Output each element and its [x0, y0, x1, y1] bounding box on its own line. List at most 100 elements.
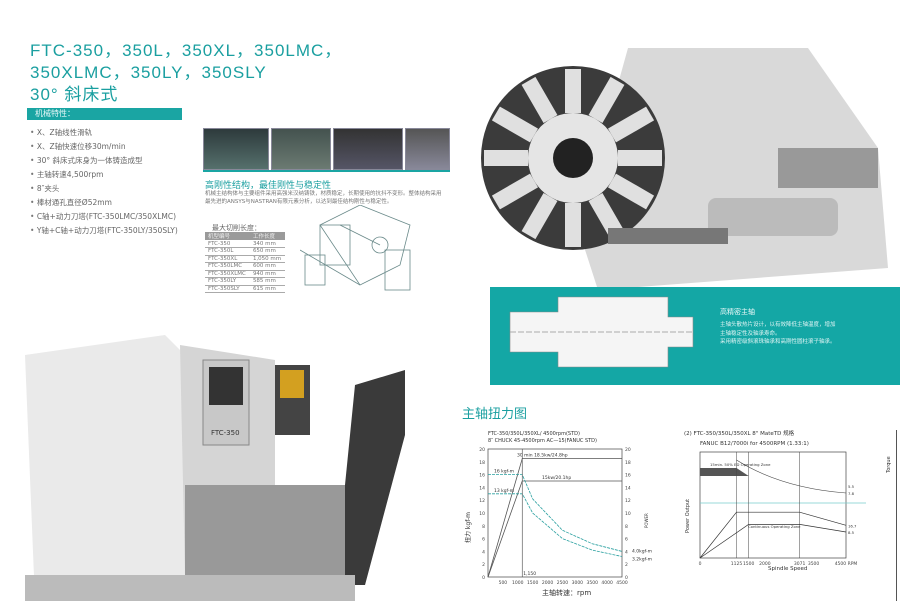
- turret-slot: [491, 106, 539, 143]
- series-line: [487, 480, 622, 578]
- y-tick-label: 12: [479, 498, 485, 504]
- x-tick-label: 1500: [527, 580, 539, 586]
- x-tick-label: 1000: [512, 580, 524, 586]
- y2-tick-label: 18: [625, 460, 631, 466]
- x-tick-label: 3500: [808, 561, 820, 567]
- list-item: 30° 斜床式床身为一体铸造成型: [30, 154, 178, 168]
- machine-brand-label: FTC-350: [211, 429, 240, 437]
- x-tick-label: 3071: [794, 561, 806, 567]
- turret-slot: [565, 69, 581, 113]
- turret-slot: [607, 173, 655, 210]
- x-tick-label: 1125: [731, 561, 743, 567]
- chart-annotation: 5.5: [848, 484, 855, 489]
- operating-zone: [700, 468, 749, 476]
- x-axis-label: 主轴转速：rpm: [542, 588, 591, 597]
- y2-tick-label: 12: [625, 498, 631, 504]
- chart-annotation: 1,150: [523, 571, 536, 577]
- chart-annotation: 15min. 50% ED Operating Zone: [710, 462, 771, 467]
- x-axis-label: Spindle Speed: [768, 566, 807, 572]
- torque-chart-1: FTC-350/350L/350XL/ 4500rpm(STD) 8″ CHUC…: [464, 431, 652, 597]
- list-item: X、Z轴快速位移30m/min: [30, 140, 178, 154]
- chart-annotation: 8.5: [848, 530, 855, 535]
- page-title: FTC-350，350L，350XL，350LMC， 350XLMC，350LY…: [30, 41, 343, 104]
- x-tick-label: 4500: [616, 580, 628, 586]
- y-axis-label: 扭力 kgf-m: [464, 512, 472, 543]
- chart-subtitle: 8″ CHUCK 45-4500rpm AC—15(FANUC STD): [488, 438, 597, 444]
- chart-annotation: Continuous Operating Zone: [748, 524, 801, 529]
- spindle-band: 高精密主轴 主轴头散热片设计，以有效降低主轴温度，增加主轴稳定性及轴承寿命。采用…: [490, 287, 900, 385]
- y2-tick-label: 14: [625, 485, 631, 491]
- divider: [203, 170, 450, 172]
- list-item: 主轴转速4,500rpm: [30, 168, 178, 182]
- y2-tick-label: 16: [625, 473, 631, 479]
- y2-tick-label: 20: [625, 447, 631, 453]
- torque-section-title: 主轴扭力图: [462, 407, 528, 422]
- plot-frame: [699, 451, 847, 559]
- x-tick-label: 0: [699, 561, 702, 567]
- turret-slot: [484, 150, 528, 166]
- x-tick-label: 2000: [759, 561, 771, 567]
- series-line: [699, 524, 847, 559]
- y2-axis-label: POWER: [644, 513, 649, 528]
- turret-slot: [588, 76, 625, 124]
- turret-slot: [618, 150, 662, 166]
- chart-annotation: 30 min 18.5kw/24.8hp: [517, 453, 568, 459]
- y-tick-label: 6: [482, 537, 485, 543]
- y-tick-label: 16: [479, 473, 485, 479]
- y-tick-label: 4: [482, 549, 485, 555]
- turret-slot: [521, 76, 558, 124]
- y-tick-label: 8: [482, 524, 485, 530]
- rigidity-text: 机械主结构体与主要组件采用高强米汉纳铸铁，材质稳定，长期使用的抗抖不变形。整体结…: [205, 191, 442, 205]
- chart-annotation: 15kw/20.1hp: [542, 475, 571, 481]
- y-tick-label: 20: [479, 447, 485, 453]
- y2-axis-label: Torque: [886, 456, 892, 474]
- max-length-label: 最大切削长度：: [212, 224, 261, 232]
- border-line: [896, 430, 897, 601]
- turret-slot: [521, 192, 558, 240]
- series-line: [699, 511, 847, 559]
- chart-annotation: 3.2kgf-m: [632, 557, 652, 563]
- torque-curve: [736, 459, 847, 494]
- y-tick-label: 18: [479, 460, 485, 466]
- plot-frame: [487, 448, 623, 578]
- y2-tick-label: 2: [625, 562, 628, 568]
- chart-title: FTC-350/350L/350XL/ 4500rpm(STD): [488, 431, 580, 437]
- rigidity-heading: 高刚性结构，最佳刚性与稳定性: [205, 181, 332, 191]
- list-item: X、Z轴线性滑轨: [30, 126, 178, 140]
- turret-slot: [565, 203, 581, 247]
- features-header: 机械特性：: [27, 108, 182, 120]
- features-list: X、Z轴线性滑轨 X、Z轴快速位移30m/min 30° 斜床式床身为一体铸造成…: [30, 126, 178, 238]
- y2-tick-label: 6: [625, 537, 628, 543]
- machine-image: FTC-350: [25, 335, 405, 601]
- chart-subtitle: FANUC B12/7000i for 4500RPM (1.33:1): [700, 441, 809, 447]
- chart-annotation: 7.8: [848, 491, 855, 496]
- chart-annotation: 16.7: [848, 523, 857, 528]
- y-tick-label: 14: [479, 485, 485, 491]
- y-tick-label: 0: [482, 575, 485, 581]
- casting-photo: [333, 128, 403, 170]
- chart-title: (2) FTC-350/350L/350XL 8" MateTD 规格: [684, 429, 795, 437]
- list-item: 棒材通孔直径Ø52mm: [30, 196, 178, 210]
- x-tick-label: 4500 RPM: [835, 561, 858, 567]
- x-tick-label: 1500: [743, 561, 755, 567]
- x-tick-label: 4000: [601, 580, 613, 586]
- x-tick-label: 500: [499, 580, 508, 586]
- chart-annotation: 4.0kgf-m: [632, 548, 652, 554]
- casting-photo: [203, 128, 269, 170]
- x-tick-label: 3000: [572, 580, 584, 586]
- y2-tick-label: 0: [625, 575, 628, 581]
- chart-annotation: 16 kgf-m: [494, 469, 514, 475]
- series-line: [488, 493, 623, 557]
- x-tick-label: 2500: [557, 580, 569, 586]
- spindle-heading: 高精密主轴: [720, 308, 755, 316]
- structure-drawing: [300, 205, 411, 291]
- y-tick-label: 10: [479, 511, 485, 517]
- turret-slot: [491, 173, 539, 210]
- chart-annotation: 13 kgf-m: [494, 488, 514, 494]
